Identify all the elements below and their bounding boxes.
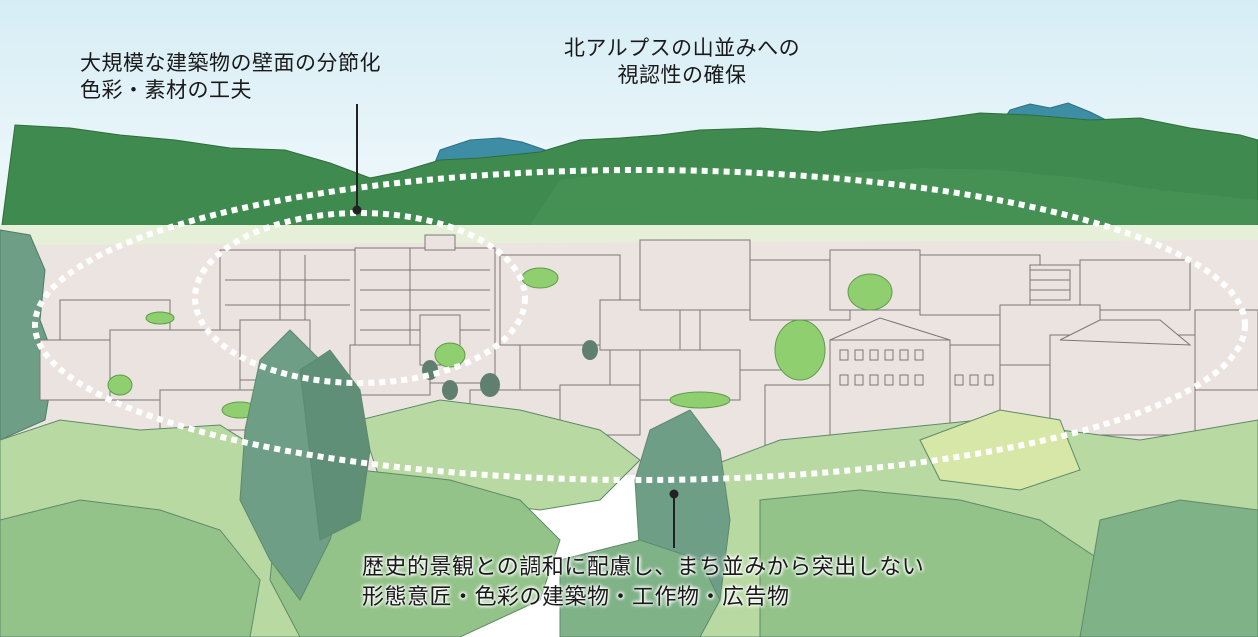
annotation-walls-line1: 大規模な建築物の壁面の分節化 (80, 51, 381, 75)
town-greenery (107, 267, 893, 419)
annotation-historic-harmony: 歴史的景観との調和に配慮し、まち並みから突出しない 形態意匠・色彩の建築物・工作… (362, 553, 924, 613)
buildings (39, 234, 1258, 446)
leader-dot-bottom (669, 489, 679, 499)
annotation-walls-line2: 色彩・素材の工夫 (80, 78, 252, 102)
foreground-trees (0, 329, 1258, 637)
annotation-alps-line2: 視認性の確保 (617, 63, 747, 87)
annotation-alps-visibility: 北アルプスの山並みへの 視認性の確保 (532, 35, 832, 89)
mountain-ridge-shade (520, 168, 1258, 240)
annotation-wall-articulation: 大規模な建築物の壁面の分節化 色彩・素材の工夫 (80, 50, 381, 104)
annotation-alps-line1: 北アルプスの山並みへの (563, 36, 801, 60)
classic-building-windows (839, 269, 1071, 386)
annotation-bottom-line1: 歴史的景観との調和に配慮し、まち並みから突出しない (362, 555, 925, 580)
dotted-ellipse-small (192, 210, 528, 386)
dotted-ellipse-large (32, 167, 1248, 483)
annotation-bottom-line2: 形態意匠・色彩の建築物・工作物・広告物 (362, 585, 790, 610)
leader-dot-walls (352, 205, 362, 215)
